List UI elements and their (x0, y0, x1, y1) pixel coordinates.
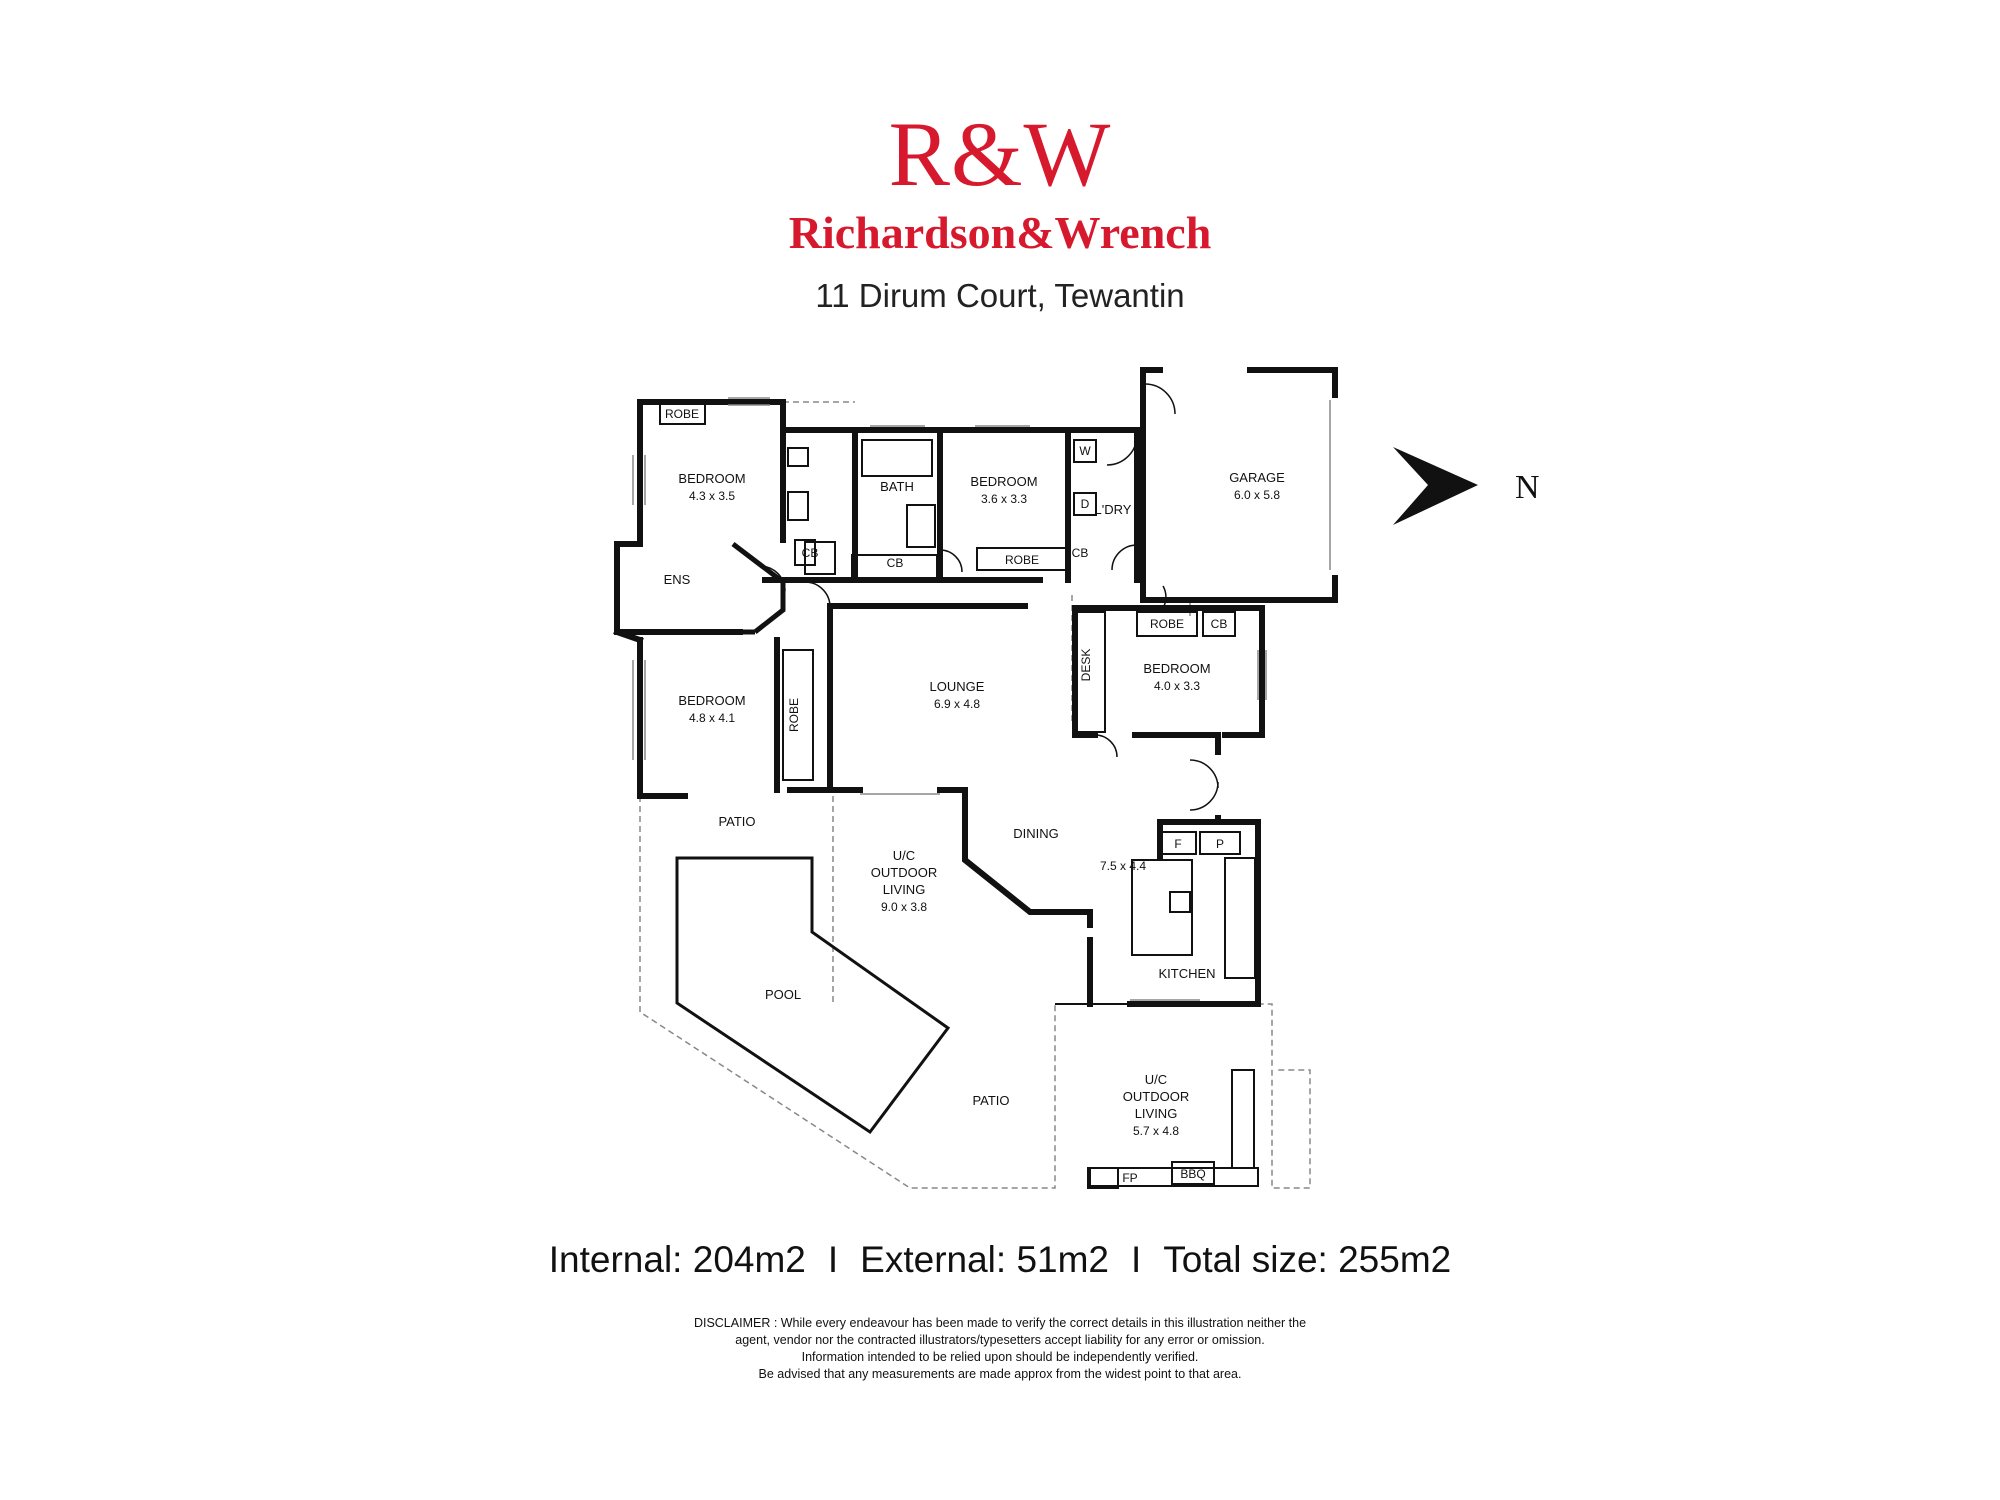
room-dim-kitchen: 7.5 x 4.4 (1100, 859, 1146, 873)
north-arrow-icon (1393, 447, 1478, 525)
brand-logo-mark: R&W (888, 103, 1112, 205)
disclaimer: DISCLAIMER : While every endeavour has b… (0, 1315, 2000, 1383)
fixture-fridge: F (1174, 837, 1181, 851)
room-label-laundry: L'DRY (1095, 502, 1132, 517)
room-label-patio-top: PATIO (718, 814, 755, 829)
fixture-cb-4: CB (1211, 617, 1228, 631)
north-label: N (1515, 469, 1540, 506)
room-label-bedroom-n: BEDROOM (970, 474, 1037, 489)
room-label-ensuite: ENS (664, 572, 691, 587)
room-label-bath: BATH (880, 479, 914, 494)
room-label-outdoor-e-1: U/C (1145, 1072, 1167, 1087)
room-label-patio-bottom: PATIO (972, 1093, 1009, 1108)
room-dim-bedroom-n: 3.6 x 3.3 (981, 492, 1027, 506)
room-dim-bedroom-nw: 4.3 x 3.5 (689, 489, 735, 503)
fixture-cb-3: CB (1072, 546, 1089, 560)
ensuite-walls (614, 542, 786, 635)
fixture-washer: W (1079, 444, 1091, 458)
fixture-pantry: P (1216, 837, 1224, 851)
fixture-robe-w: ROBE (787, 698, 801, 732)
room-dim-bedroom-e: 4.0 x 3.3 (1154, 679, 1200, 693)
fixture-robe-nw: ROBE (665, 407, 699, 421)
room-label-bedroom-w: BEDROOM (678, 693, 745, 708)
fixture-desk: DESK (1079, 649, 1093, 682)
room-label-kitchen: KITCHEN (1158, 966, 1215, 981)
summary-separator-2: I (1131, 1239, 1142, 1280)
room-label-outdoor-w-1: U/C (893, 848, 915, 863)
door-swings (759, 383, 1219, 811)
area-summary: Internal: 204m2 I External: 51m2 I Total siz… (0, 1238, 2000, 1282)
pool-outline (675, 856, 951, 1135)
room-dim-outdoor-w: 9.0 x 3.8 (881, 900, 927, 914)
disclaimer-line-2: agent, vendor nor the contracted illustr… (735, 1333, 1265, 1347)
fixture-robe-e: ROBE (1150, 617, 1184, 631)
room-labels: BEDROOM 4.3 x 3.5 BATH BEDROOM 3.6 x 3.3… (664, 470, 1286, 1138)
room-label-dining: DINING (1013, 826, 1059, 841)
fixture-cb-1: CB (802, 546, 819, 560)
room-label-bedroom-nw: BEDROOM (678, 471, 745, 486)
room-label-lounge: LOUNGE (930, 679, 985, 694)
windows (632, 397, 1331, 1001)
external-area: External: 51m2 (860, 1239, 1110, 1280)
room-dim-lounge: 6.9 x 4.8 (934, 697, 980, 711)
fixture-dryer: D (1081, 497, 1090, 511)
fixture-cb-2: CB (887, 556, 904, 570)
fixture-labels: ROBE ROBE ROBE ROBE CB CB CB CB W D DESK… (665, 407, 1227, 1185)
room-label-garage: GARAGE (1229, 470, 1285, 485)
internal-lines (659, 403, 1259, 1189)
room-dim-outdoor-e: 5.7 x 4.8 (1133, 1124, 1179, 1138)
fixture-robe-n: ROBE (1005, 553, 1039, 567)
room-dim-bedroom-w: 4.8 x 4.1 (689, 711, 735, 725)
room-label-outdoor-w-3: LIVING (883, 882, 926, 897)
room-label-pool: POOL (765, 987, 801, 1002)
disclaimer-line-4: Be advised that any measurements are mad… (758, 1367, 1242, 1381)
room-label-outdoor-e-2: OUTDOOR (1123, 1089, 1189, 1104)
outdoor-outlines (639, 401, 1311, 1189)
fixture-bbq: BBQ (1180, 1167, 1205, 1181)
disclaimer-line-1: DISCLAIMER : While every endeavour has b… (693, 1316, 1307, 1330)
property-address: 11 Dirum Court, Tewantin (815, 277, 1185, 314)
room-dim-garage: 6.0 x 5.8 (1234, 488, 1280, 502)
summary-separator-1: I (827, 1239, 839, 1280)
brand-name: Richardson&Wrench (788, 207, 1212, 258)
room-label-bedroom-e: BEDROOM (1143, 661, 1210, 676)
room-label-outdoor-e-3: LIVING (1135, 1106, 1178, 1121)
total-area: Total size: 255m2 (1163, 1239, 1452, 1280)
fixture-fireplace: FP (1122, 1171, 1137, 1185)
internal-area: Internal: 204m2 (548, 1239, 806, 1280)
room-label-outdoor-w-2: OUTDOOR (871, 865, 937, 880)
disclaimer-line-3: Information intended to be relied upon s… (801, 1350, 1199, 1364)
